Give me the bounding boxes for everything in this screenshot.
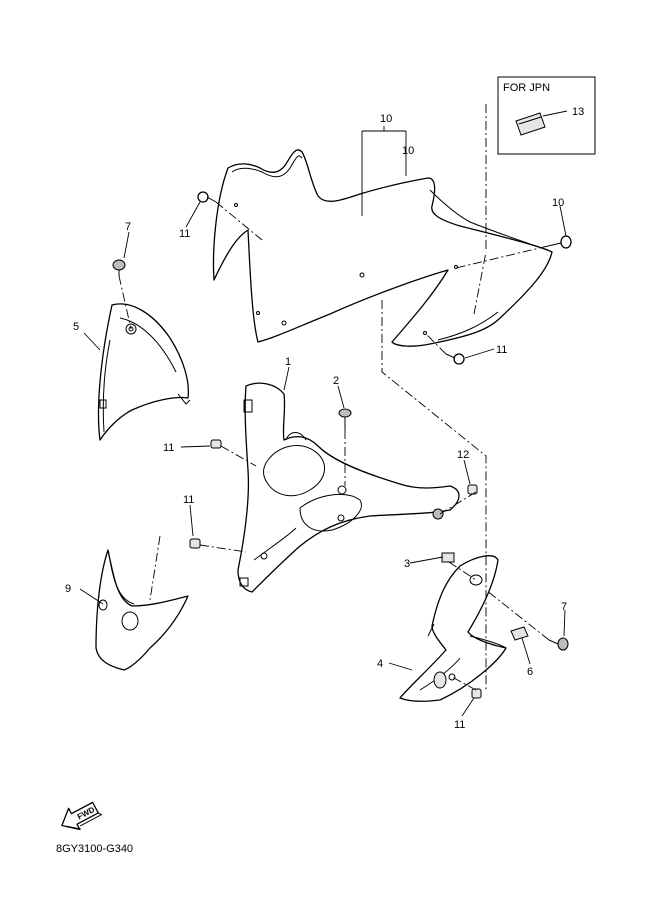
callout-13: 13 (572, 106, 584, 118)
part-9-windshield[interactable] (212, 149, 553, 347)
callout-2: 2 (333, 375, 339, 387)
part-10-screw-upper-left[interactable] (197, 191, 217, 203)
region-box-label: FOR JPN (503, 82, 550, 94)
part-10-screw-lower[interactable] (445, 353, 465, 365)
part-2-screw[interactable] (338, 408, 352, 430)
part-1-upper-cowling[interactable] (237, 382, 460, 593)
part-7-bolt-left[interactable] (112, 259, 126, 276)
callout-7-left: 7 (125, 221, 131, 233)
part-6-clip[interactable] (510, 626, 529, 641)
callout-8: 10 (380, 113, 392, 125)
part-12-lower-panel-left[interactable] (95, 549, 189, 671)
callout-11-d-visible: 11 (454, 719, 465, 731)
part-11-grommet-a[interactable] (210, 439, 222, 449)
part-3-nut[interactable] (441, 552, 455, 563)
region-box-for-jpn: FOR JPN (497, 76, 596, 155)
callout-4: 4 (377, 658, 383, 670)
part-5-side-panel-left[interactable] (97, 303, 191, 441)
part-11-grommet-d[interactable] (471, 688, 482, 699)
part-13-emblem[interactable] (515, 112, 546, 136)
fwd-arrow-icon: FWD (61, 801, 103, 831)
assembly-lines (118, 104, 550, 691)
callouts: 13 10 10 10 11 11 7 5 1 2 11 12 11 3 9 7… (65, 106, 584, 731)
callout-11-a: 11 (163, 442, 174, 454)
diagram-code: 8GY3100-G340 (56, 843, 133, 855)
callout-11-c: 12 (457, 449, 469, 461)
leader-lines (79, 126, 567, 717)
callout-9: 10 (402, 145, 414, 157)
callout-11-b: 11 (183, 494, 194, 506)
callout-10-left: 11 (179, 228, 190, 240)
callout-6: 6 (527, 666, 533, 678)
callout-1: 1 (285, 356, 291, 368)
callout-10-right: 10 (552, 197, 564, 209)
part-10-screw-right[interactable] (547, 235, 572, 249)
part-4-side-panel-right[interactable] (399, 555, 507, 702)
callout-12: 9 (65, 583, 71, 595)
callout-5: 5 (73, 321, 79, 333)
callout-3: 3 (404, 558, 410, 570)
callout-10-lower: 11 (496, 344, 507, 356)
callout-7-right: 7 (561, 601, 567, 613)
part-7-bolt-right[interactable] (548, 637, 569, 651)
part-11-grommet-b[interactable] (189, 538, 201, 549)
